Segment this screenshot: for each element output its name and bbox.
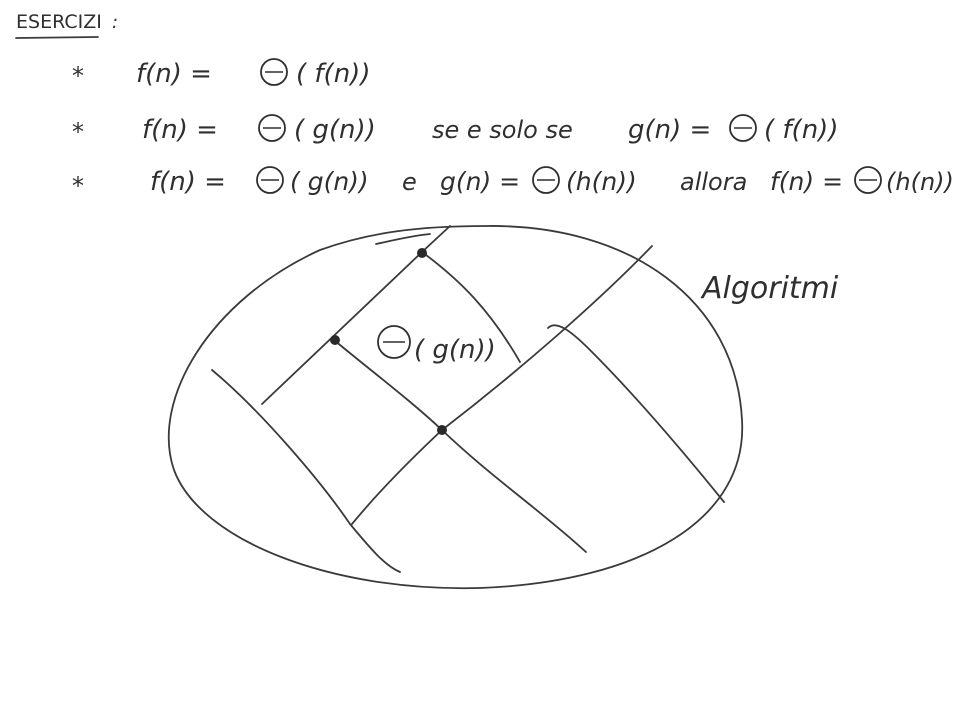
exercise-2-rhs: ( g(n)) <box>294 115 376 145</box>
boundary-line-6 <box>211 369 401 573</box>
theta-class-label: ( g(n)) <box>414 335 496 365</box>
exercise-2-lhs: f(n) = <box>142 115 218 145</box>
algorithms-diagram: ( g(n)) Algoritmi <box>167 225 839 590</box>
boundary-line-3 <box>421 251 521 363</box>
theta-symbol-2: Θ <box>258 114 286 142</box>
function-point-3 <box>437 425 447 435</box>
exercise-3-and: e <box>402 168 417 196</box>
exercise-3-rhs: ( g(n)) <box>290 167 369 196</box>
exercise-1-rhs: ( f(n)) <box>296 59 370 89</box>
exercise-3-lhs: f(n) = <box>150 167 226 197</box>
function-point-1 <box>417 248 427 258</box>
exercise-2-g-lhs: g(n) = <box>628 115 711 145</box>
boundary-line-2 <box>375 233 431 245</box>
theta-symbol-2b <box>729 114 757 142</box>
exercise-3-f-rhs: (h(n)) <box>886 168 954 196</box>
boundary-line-5 <box>351 245 653 525</box>
exercise-2-condition: se e solo se <box>432 116 573 144</box>
header-colon: : <box>112 12 118 33</box>
exercise-3: * f(n) = ( g(n)) e g(n) = (h(n)) allora … <box>72 166 954 200</box>
algorithms-label: Algoritmi <box>700 271 839 306</box>
function-point-2 <box>330 335 340 345</box>
exercise-2-g-rhs: ( f(n)) <box>764 115 838 145</box>
header-title: ESERCIZI <box>16 11 102 33</box>
theta-symbol-3b <box>532 166 560 194</box>
theta-symbol-1: Θ <box>260 58 288 86</box>
exercise-3-g-rhs: (h(n)) <box>566 167 637 196</box>
algorithms-set-ellipse <box>167 225 743 590</box>
bullet-2: * <box>72 118 84 146</box>
theta-class-symbol <box>377 325 411 359</box>
exercise-2: * f(n) = Θ ( g(n)) se e solo se g(n) = (… <box>72 114 838 146</box>
bullet-1: * <box>72 62 84 90</box>
boundary-line-7 <box>547 324 725 503</box>
header: ESERCIZI : <box>15 11 118 39</box>
exercise-3-f-lhs: f(n) = <box>770 167 843 196</box>
theta-symbol-3c <box>854 166 882 194</box>
exercise-1: * f(n) = Θ ( f(n)) <box>72 58 370 90</box>
theta-symbol-3 <box>256 166 284 194</box>
exercise-3-then: allora <box>680 168 747 196</box>
header-underline <box>15 36 99 39</box>
exercise-3-g-lhs: g(n) = <box>440 167 520 196</box>
boundary-line-4 <box>333 339 587 553</box>
exercise-1-lhs: f(n) = <box>136 59 212 89</box>
bullet-3: * <box>72 172 84 200</box>
